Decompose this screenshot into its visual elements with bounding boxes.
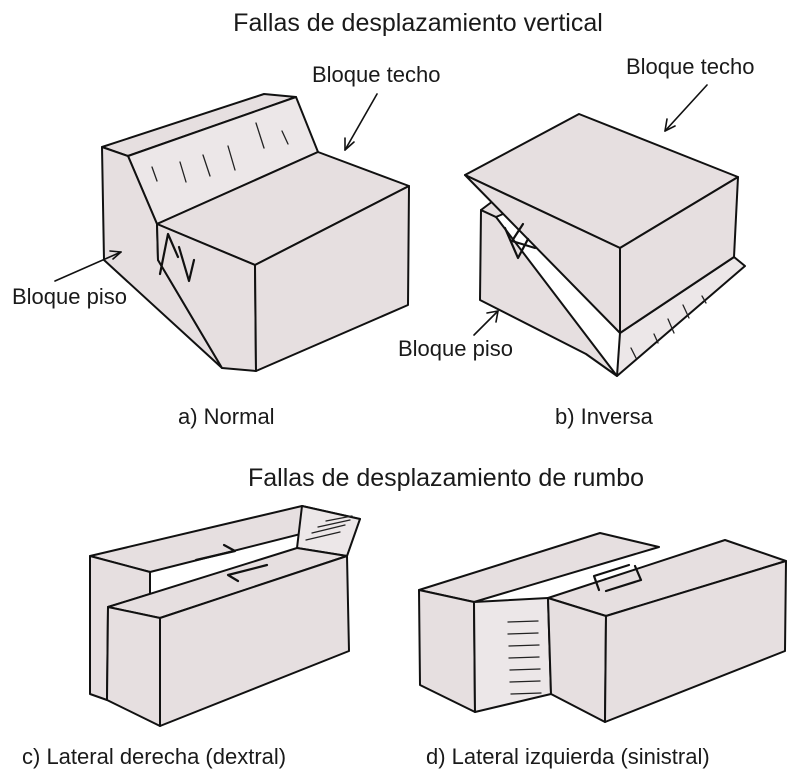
fault-face-striations [507, 620, 542, 695]
scarp-striations [151, 122, 289, 183]
reverse-footwall-pointer [473, 310, 499, 336]
front-block-end-face [106, 606, 161, 727]
sinistral-caption: d) Lateral izquierda (sinistral) [426, 744, 710, 769]
normal-footwall-label: Bloque piso [12, 284, 127, 309]
fault-face-striations [305, 515, 353, 541]
normal-hanging-wall-arrowhead [344, 137, 355, 151]
reverse-slip-arrows [503, 222, 537, 260]
reverse-footwall-arrowhead [486, 310, 499, 323]
normal-footwall-pointer [54, 251, 122, 282]
left-block-front-face [418, 589, 476, 713]
normal-footwall-arrowhead [109, 250, 122, 260]
sinistral-fault-block [418, 532, 787, 723]
strike-slip-faults-title: Fallas de desplazamiento de rumbo [248, 464, 644, 492]
fault-plane-striations [630, 295, 707, 359]
hangingwall-front-face [254, 185, 410, 372]
normal-hanging-wall-pointer [344, 93, 378, 151]
reverse-fault-block [464, 113, 746, 377]
normal-fault-block [101, 93, 410, 372]
left-block-fault-face [473, 597, 552, 713]
reverse-footwall-label: Bloque piso [398, 336, 513, 361]
sinistral-slip-arrows [592, 563, 643, 593]
dextral-caption: c) Lateral derecha (dextral) [22, 744, 286, 769]
hangingwall-front-face [619, 176, 739, 334]
right-block-end-face [547, 597, 607, 723]
hangingwall-side-face [156, 223, 257, 372]
front-block-front-face [159, 555, 350, 727]
reverse-hanging-wall-pointer [664, 84, 708, 132]
reverse-hanging-wall-arrowhead [664, 118, 676, 132]
right-block-front-face [604, 560, 787, 723]
reverse-hanging-wall-label: Bloque techo [626, 54, 754, 79]
normal-caption: a) Normal [178, 404, 275, 429]
normal-hanging-wall-label: Bloque techo [312, 62, 440, 87]
normal-slip-arrows [158, 232, 196, 283]
vertical-faults-title: Fallas de desplazamiento vertical [233, 9, 603, 37]
reverse-caption: b) Inversa [555, 404, 654, 429]
dextral-slip-arrows [194, 543, 269, 583]
dextral-fault-block [89, 505, 361, 727]
